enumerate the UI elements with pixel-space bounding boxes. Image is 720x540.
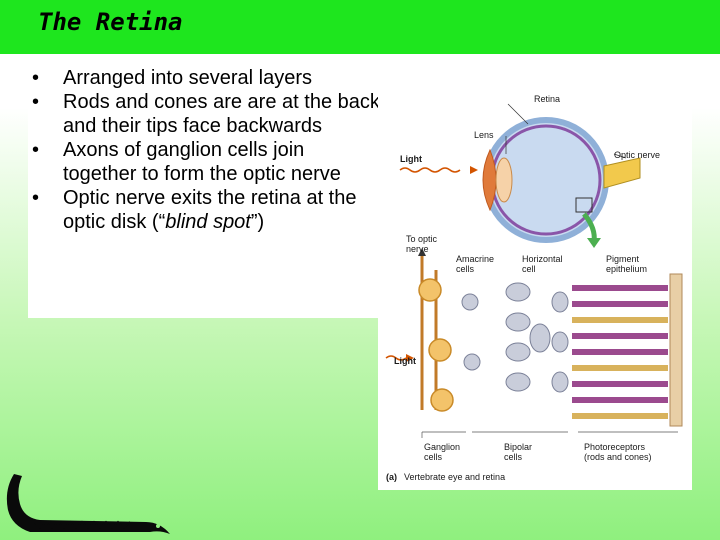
label-horizontal-cell: cell <box>522 264 536 274</box>
label-ganglion: Ganglion <box>424 442 460 452</box>
pigment-epithelium-layer <box>670 274 682 426</box>
bullet-text: Arranged into several layers <box>63 67 312 89</box>
bullet-text-after: ”) <box>251 211 264 233</box>
label-lens: Lens <box>474 130 494 140</box>
ganglion-cells <box>419 279 453 411</box>
bullet-text: Axons of ganglion cells join together to… <box>63 139 341 185</box>
bullet-dot: • <box>32 66 39 90</box>
label-bipolar: Bipolar <box>504 442 532 452</box>
bullet-item: •Optic nerve exits the retina at the opt… <box>30 186 380 234</box>
bullet-dot: • <box>32 186 39 210</box>
label-ganglion-cells: cells <box>424 452 443 462</box>
label-horizontal: Horizontal <box>522 254 563 264</box>
retina-figure: Retina Lens Light Optic nerve To optic n… <box>378 80 692 490</box>
label-to-optic: To optic <box>406 234 438 244</box>
bipolar-cells <box>506 283 568 392</box>
label-light-top: Light <box>400 154 422 164</box>
label-photoreceptors: Photoreceptors <box>584 442 646 452</box>
retina-layers <box>386 248 682 438</box>
alligator-icon <box>0 470 180 540</box>
bullet-text: Rods and cones are are at the back and t… <box>63 91 380 137</box>
label-optic-nerve: Optic nerve <box>614 150 660 160</box>
label-amacrine: Amacrine <box>456 254 494 264</box>
bullet-item: • Arranged into several layers <box>30 66 380 90</box>
retina-diagram: Retina Lens Light Optic nerve To optic n… <box>378 80 692 490</box>
bullet-list: • Arranged into several layers • Rods and … <box>30 66 380 234</box>
label-amacrine-cells: cells <box>456 264 475 274</box>
bullet-item: • Axons of ganglion cells join together t… <box>30 138 380 186</box>
label-bipolar-cells: cells <box>504 452 523 462</box>
label-nerve: nerve <box>406 244 429 254</box>
bullet-item: • Rods and cones are are at the back and … <box>30 90 380 138</box>
photoreceptors <box>572 288 668 416</box>
label-light-bottom: Light <box>394 356 416 366</box>
eye-diagram <box>400 104 640 248</box>
bullet-dot: • <box>32 90 39 114</box>
caption-letter: (a) <box>386 472 397 482</box>
figure-caption: Vertebrate eye and retina <box>404 472 505 482</box>
bullet-dot: • <box>32 138 39 162</box>
title-bar: The Retina <box>0 0 720 54</box>
label-retina: Retina <box>534 94 560 104</box>
slide-title: The Retina <box>38 8 183 36</box>
label-epithelium: epithelium <box>606 264 647 274</box>
bullet-text-italic: blind spot <box>165 211 251 233</box>
amacrine-cells <box>462 294 480 370</box>
label-pigment: Pigment <box>606 254 640 264</box>
label-rods-cones: (rods and cones) <box>584 452 652 462</box>
